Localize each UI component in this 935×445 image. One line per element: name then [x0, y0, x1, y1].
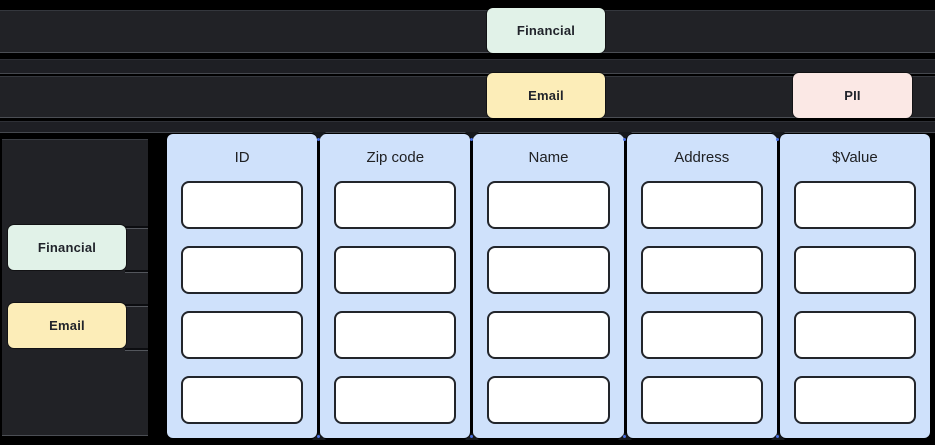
column-header-zip-code: Zip code [366, 149, 425, 166]
table-cell [793, 311, 917, 359]
column-header-address: Address [674, 149, 730, 166]
table-column-zip-code: Zip code [320, 134, 471, 438]
tag-chip-pii-track[interactable]: PII [793, 73, 912, 118]
chip-slot-line [125, 348, 148, 351]
table-cell [793, 376, 917, 424]
table-cell [793, 246, 917, 294]
table-cell [640, 376, 763, 424]
timeline-track-1 [0, 10, 935, 53]
table-column-value: $Value [779, 134, 931, 438]
table-cell [487, 376, 610, 424]
table-cell [640, 246, 763, 294]
table-cell [181, 181, 304, 229]
column-gap-notch [465, 132, 479, 139]
column-gap-dot [317, 138, 320, 141]
column-gap-notch [771, 132, 785, 139]
table-cell [793, 181, 917, 229]
table-column-id: ID [167, 134, 318, 438]
data-table: ID Zip code Name Address [167, 132, 931, 440]
table-cell [181, 246, 304, 294]
table-cell [640, 181, 763, 229]
column-gap-notch [618, 132, 632, 139]
column-gap-dot [317, 435, 320, 438]
column-gap-dot [623, 435, 626, 438]
table-column-name: Name [473, 134, 624, 438]
tag-chip-email-palette[interactable]: Email [8, 303, 126, 348]
column-header-id: ID [234, 149, 250, 166]
table-cell [487, 246, 610, 294]
tag-chip-financial-palette[interactable]: Financial [8, 225, 126, 270]
table-cell [334, 311, 457, 359]
table-cell [334, 246, 457, 294]
tag-chip-financial-track[interactable]: Financial [487, 8, 605, 53]
tag-palette-panel [2, 139, 148, 436]
table-column-address: Address [626, 134, 777, 438]
column-header-name: Name [528, 149, 569, 166]
table-cell [181, 376, 304, 424]
column-gap-dot [470, 138, 473, 141]
column-gap-dot [776, 435, 779, 438]
column-gap-dot [623, 138, 626, 141]
timeline-track-2 [0, 76, 935, 118]
table-cell [487, 311, 610, 359]
table-cell [334, 376, 457, 424]
chip-slot-line [125, 304, 148, 307]
table-cell [181, 311, 304, 359]
chip-slot-line [125, 270, 148, 273]
timeline-track-divider-1 [0, 59, 935, 74]
table-cell [640, 311, 763, 359]
column-gap-notch [312, 132, 326, 139]
column-gap-dot [470, 435, 473, 438]
table-cell [487, 181, 610, 229]
chip-slot-line [125, 226, 148, 229]
tag-chip-email-track[interactable]: Email [487, 73, 605, 118]
column-header-value: $Value [832, 149, 878, 166]
table-cell [334, 181, 457, 229]
column-gap-dot [776, 138, 779, 141]
